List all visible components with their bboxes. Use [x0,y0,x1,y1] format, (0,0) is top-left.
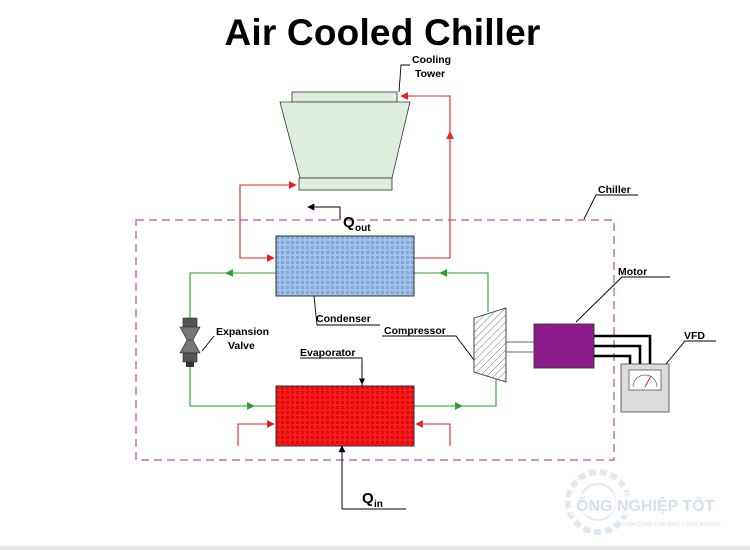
refrigerant-loop [189,269,497,410]
heat-flow-arrows [307,203,406,510]
chilled-water-lines [237,420,451,446]
evaporator-label: Evaporator [300,347,355,359]
expansion-valve-label-line1: Expansion [216,326,269,338]
q-out-label: Q [343,214,355,231]
vfd [620,363,670,413]
motor-vfd-cables [594,334,652,364]
compressor-label: Compressor [384,325,446,337]
leader-lines [201,64,716,386]
cooling-tower-label-line2: Tower [415,68,445,80]
expansion-valve [179,317,201,367]
watermark-logo: ỐNG NGHIỆP TỐT CHUYÊN CUNG CẤP ỐNG CÔNG … [565,469,740,535]
compressor [473,307,507,383]
diagram-title: Air Cooled Chiller [224,12,541,53]
motor [533,323,595,369]
cooling-tower-label-line1: Cooling [412,54,451,66]
watermark-tagline: CHUYÊN CUNG CẤP ỐNG CÔNG NGHIỆP [612,520,721,528]
bottom-bar [0,546,750,550]
condenser-water-loop [239,92,454,262]
watermark-brand: ỐNG NGHIỆP TỐT [576,495,715,515]
cooling-tower [279,91,411,191]
q-in-label: Q [362,490,374,507]
compressor-shaft [506,341,534,353]
condenser-label: Condenser [316,313,371,325]
motor-label: Motor [618,266,647,278]
expansion-valve-label-line2: Valve [228,340,255,352]
q-out-subscript: out [355,223,371,234]
condenser [275,235,415,297]
chiller-boundary [135,219,615,461]
chiller-label: Chiller [598,184,631,196]
vfd-label: VFD [684,330,705,342]
q-in-subscript: in [374,499,383,510]
evaporator [275,385,415,447]
